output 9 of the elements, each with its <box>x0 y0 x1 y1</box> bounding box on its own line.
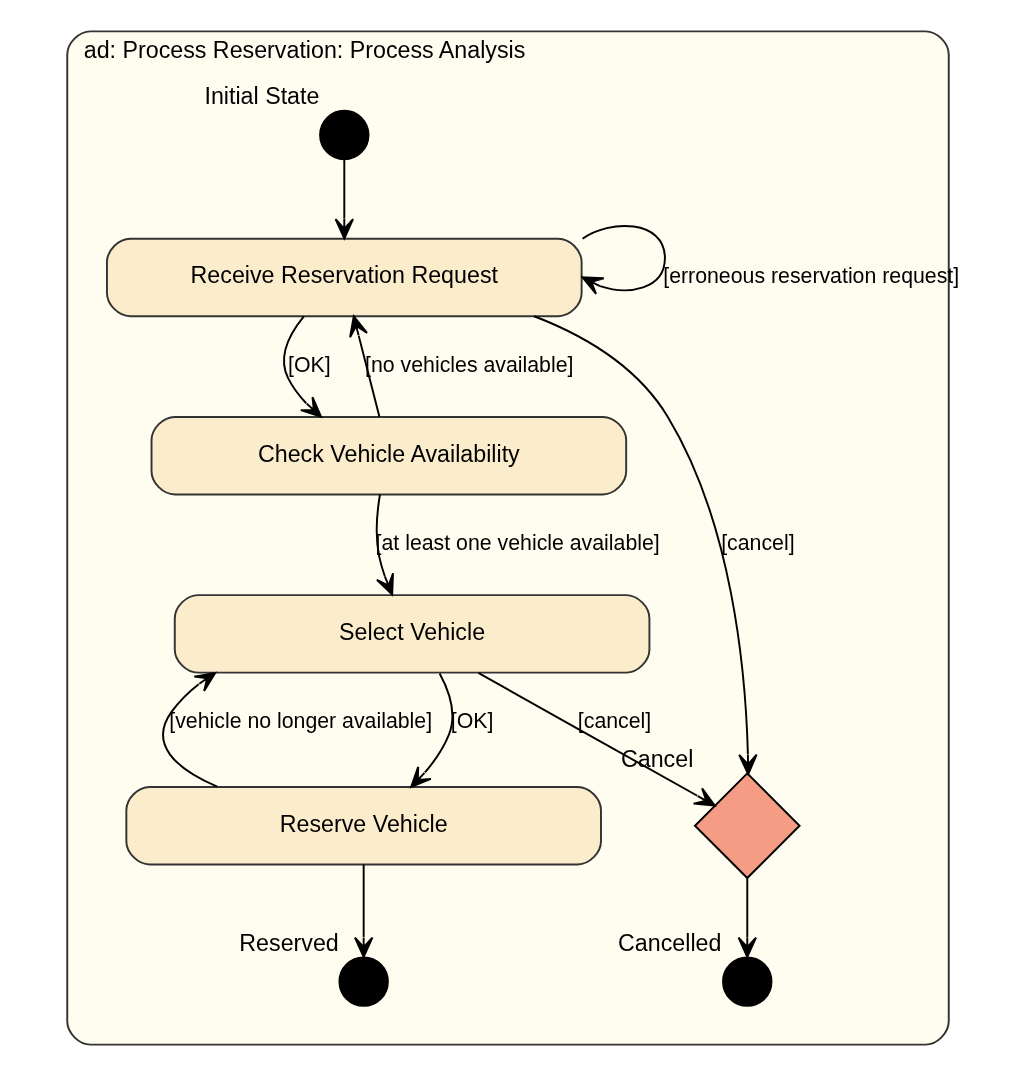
edge-label: [cancel] <box>577 709 652 734</box>
edge-label: [OK] <box>288 352 331 377</box>
edge-label: [no vehicles available] <box>365 352 574 377</box>
edge-label: [cancel] <box>721 531 795 556</box>
edge-label: [OK] <box>450 709 494 734</box>
node-label: Cancelled <box>618 929 722 956</box>
edge-label: [vehicle no longer available] <box>169 709 433 734</box>
node-label: Reserved <box>239 929 339 956</box>
node-label: Initial State <box>204 83 320 110</box>
